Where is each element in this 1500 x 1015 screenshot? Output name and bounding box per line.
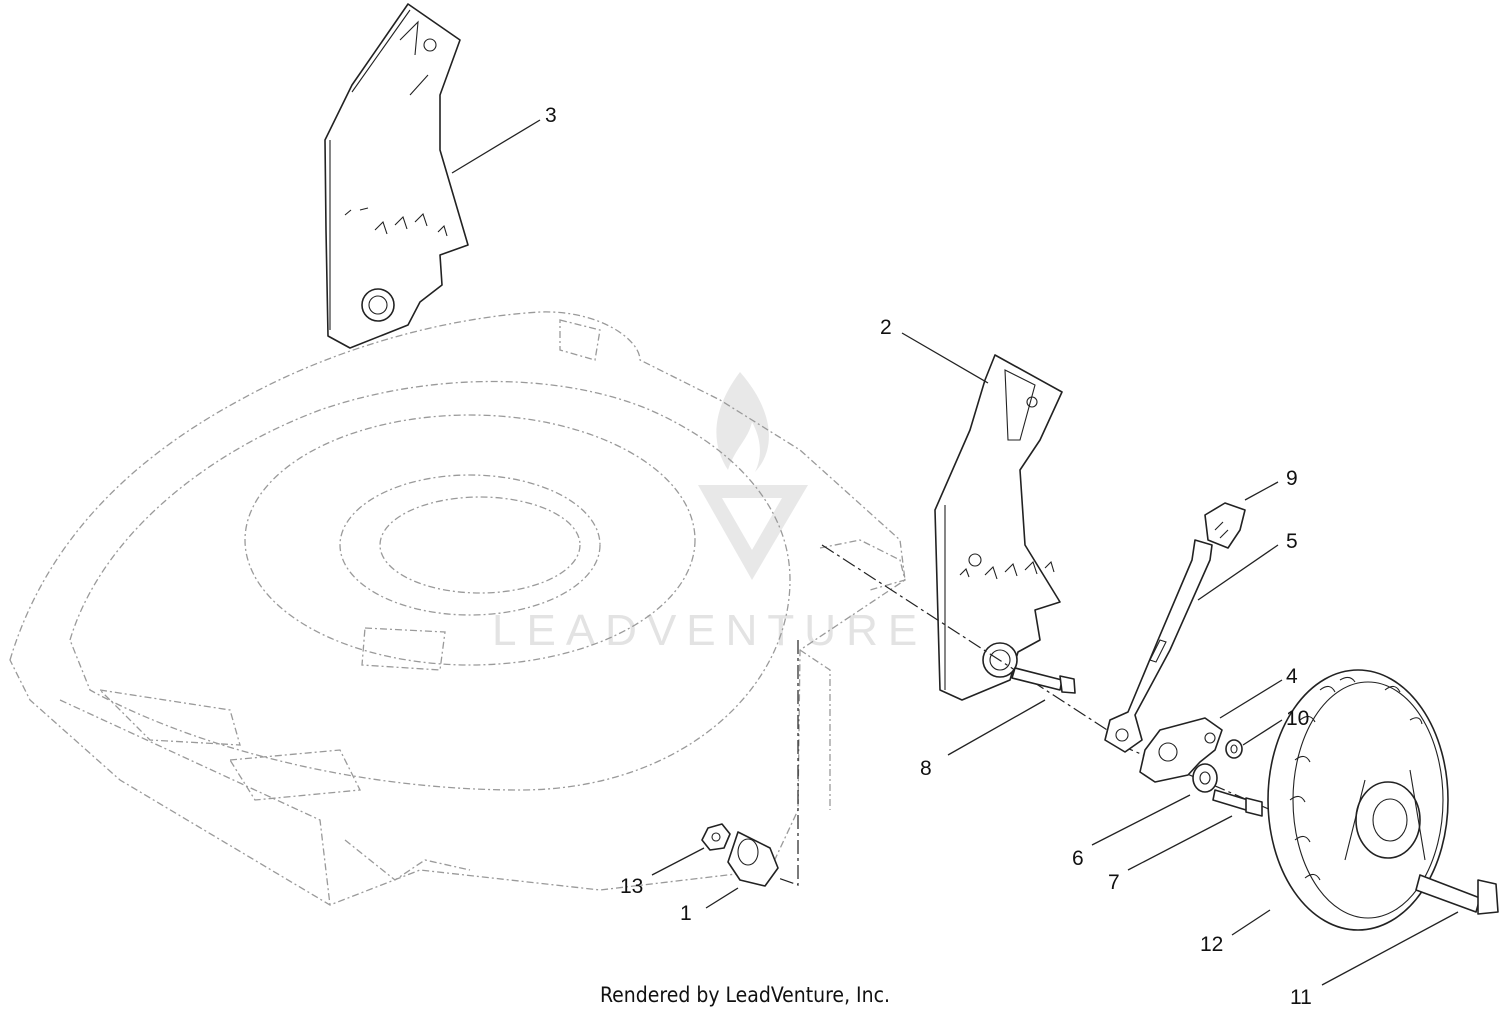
callout-5: 5	[1286, 530, 1298, 553]
mower-deck-phantom	[9, 311, 906, 906]
lever-knob	[1204, 502, 1246, 549]
callout-labels: 3 2 9 5 4 10 8 6 7 13 1 12 11	[545, 104, 1312, 1009]
callout-4: 4	[1286, 665, 1298, 688]
nut-13	[701, 823, 731, 851]
wheel	[1267, 669, 1449, 931]
height-lever	[1104, 539, 1213, 753]
render-credit: Rendered by LeadVenture, Inc.	[600, 983, 890, 1007]
watermark-text: LEADVENTURE	[492, 606, 927, 655]
callout-13: 13	[620, 875, 643, 898]
bushing-1	[727, 831, 779, 887]
bracket-lower	[934, 354, 1063, 701]
bushing-centerline	[777, 640, 799, 886]
leader-lines	[451, 119, 1459, 986]
axle-centerline	[821, 544, 1116, 736]
callout-10: 10	[1286, 707, 1309, 730]
bolt-7	[1212, 789, 1263, 817]
bracket-upper	[324, 3, 469, 349]
callout-12: 12	[1200, 933, 1223, 956]
callout-1: 1	[680, 902, 692, 925]
callout-11: 11	[1290, 986, 1312, 1009]
callout-3: 3	[545, 104, 557, 127]
bolt-8	[1011, 667, 1076, 694]
callout-8: 8	[920, 757, 932, 780]
shoulder-bolt	[1415, 874, 1499, 915]
callout-9: 9	[1286, 467, 1298, 490]
washer-10	[1225, 739, 1243, 759]
callout-2: 2	[880, 316, 892, 339]
callout-7: 7	[1108, 871, 1120, 894]
watermark-logo	[698, 372, 808, 580]
spacer-6	[1192, 763, 1218, 793]
pivot-plate	[1139, 717, 1223, 783]
callout-6: 6	[1072, 847, 1084, 870]
